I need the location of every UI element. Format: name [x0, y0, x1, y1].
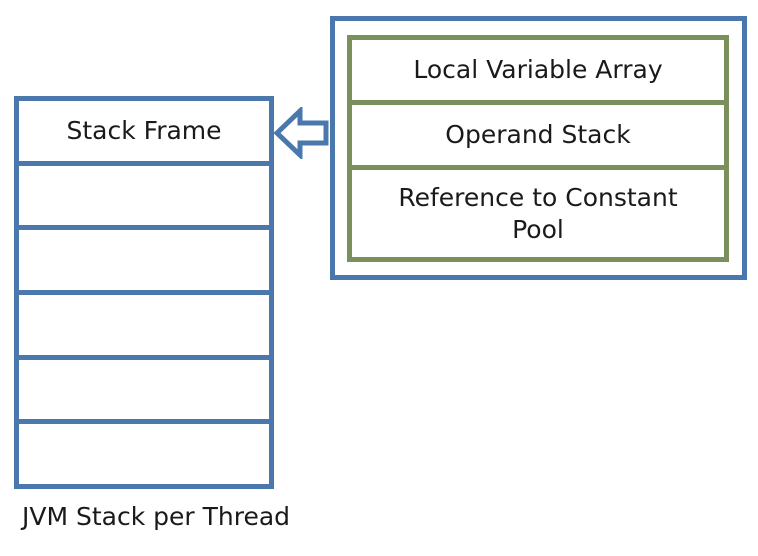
- stack-frame-cell: Stack Frame: [19, 101, 269, 166]
- stack-frame-contents: Local Variable Array Operand Stack Refer…: [347, 35, 729, 262]
- jvm-stack: Stack Frame: [14, 96, 274, 489]
- stack-frame-slot: [19, 295, 269, 360]
- local-variable-array: Local Variable Array: [352, 40, 724, 105]
- stack-frame-detail: Local Variable Array Operand Stack Refer…: [330, 16, 747, 280]
- stack-frame-slot: [19, 360, 269, 425]
- operand-stack: Operand Stack: [352, 105, 724, 170]
- stack-frame-slot: [19, 424, 269, 484]
- stack-frame-slot: [19, 166, 269, 231]
- stack-frame-slot: [19, 230, 269, 296]
- jvm-stack-caption: JVM Stack per Thread: [22, 502, 291, 531]
- constant-pool-reference: Reference to Constant Pool: [398, 182, 678, 244]
- hollow-left-arrow-icon: [274, 107, 329, 159]
